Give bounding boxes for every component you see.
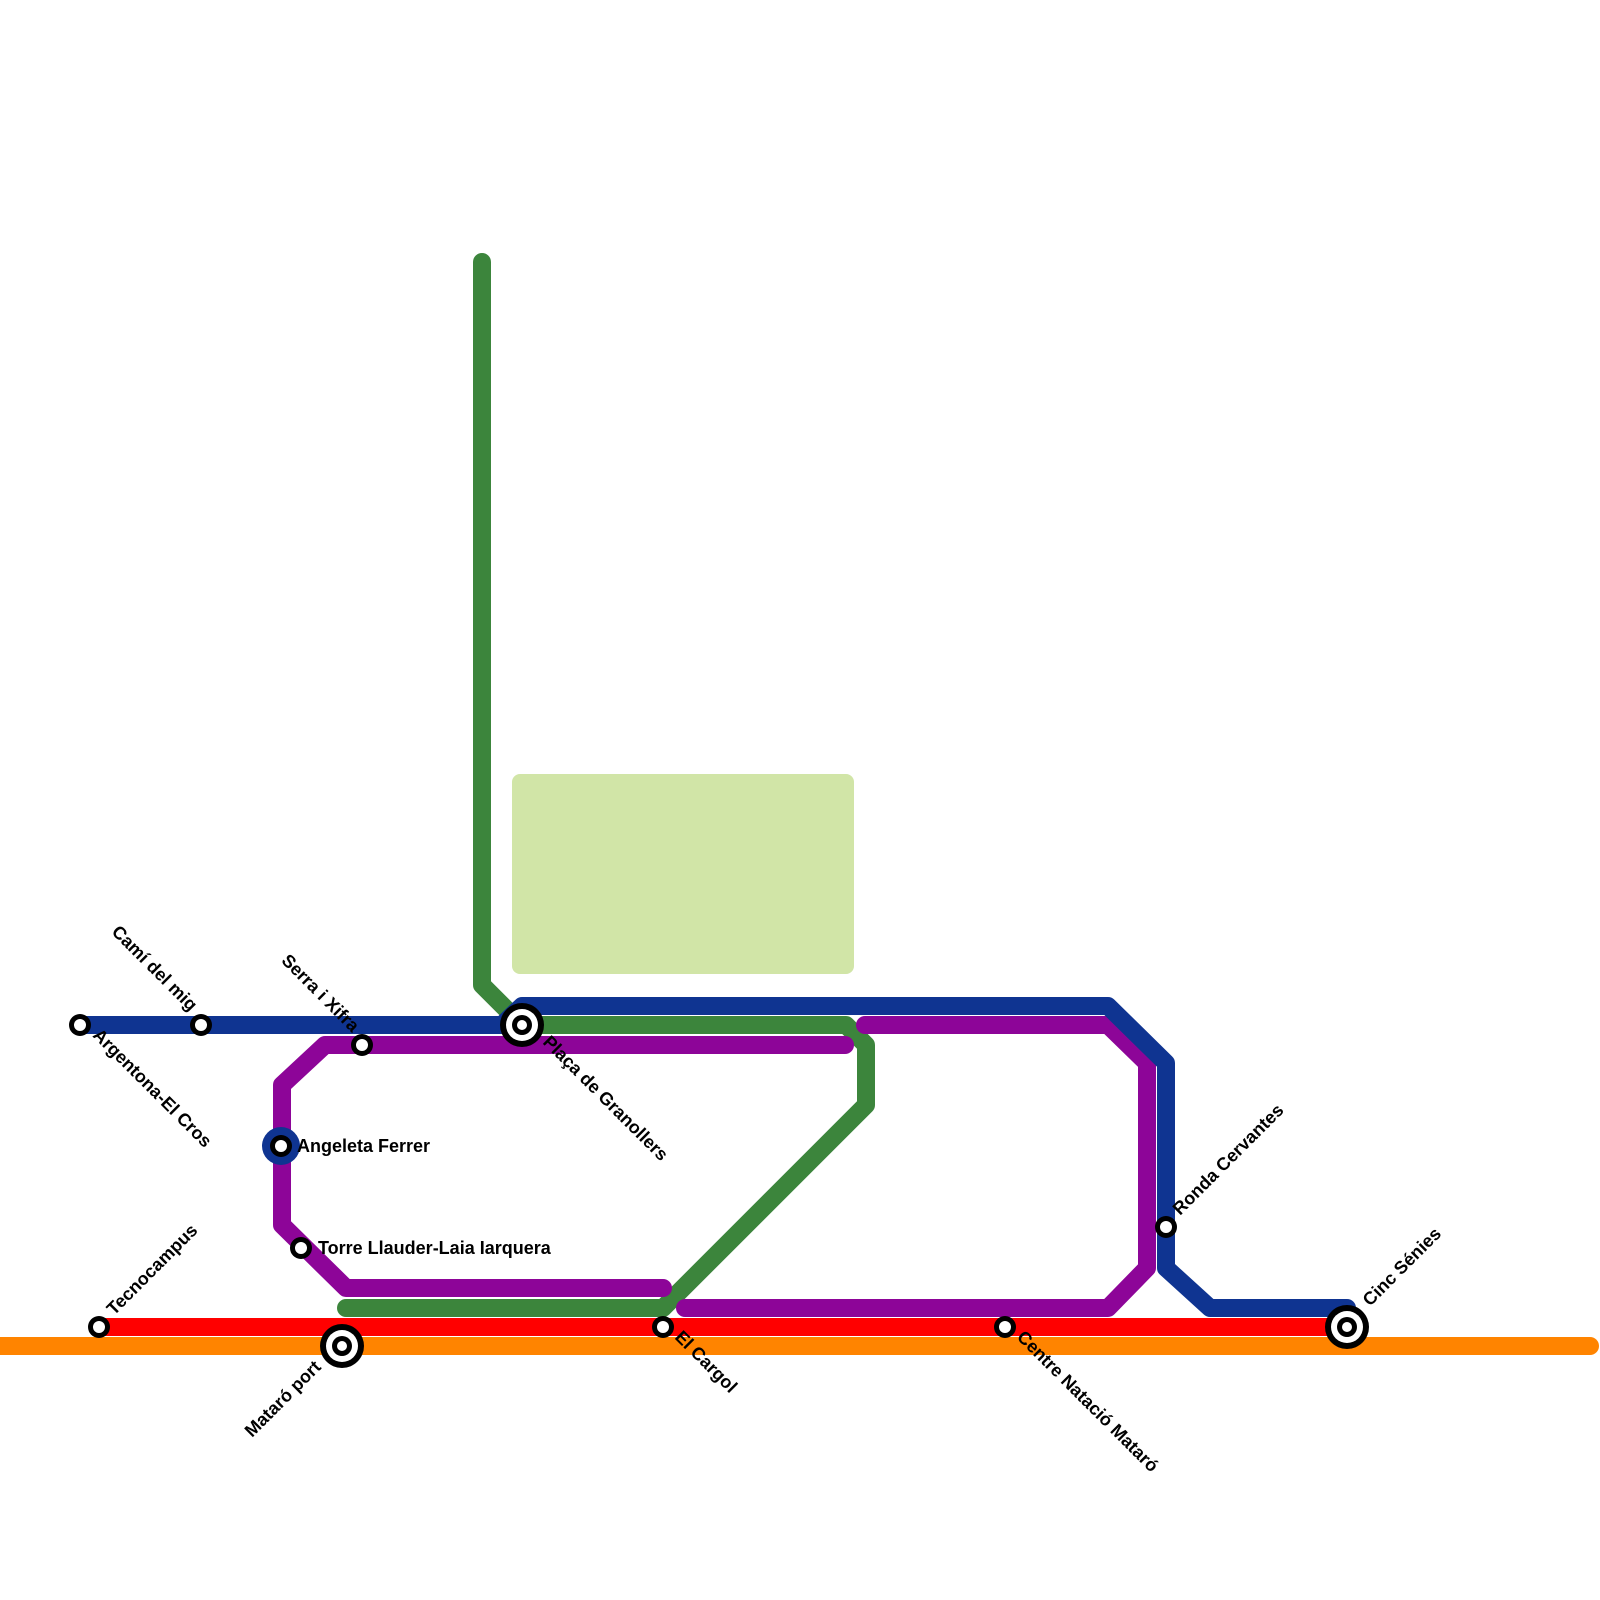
station-label: Cinc Sénies [1359,1224,1445,1310]
line-green [337,253,875,1317]
station-label: Tecnocampus [103,1220,202,1319]
station-label: Ronda Cervantes [1169,1100,1288,1219]
station-label: Camí del mig [108,921,201,1014]
station-cinc-senies[interactable]: Cinc Sénies [1325,1224,1445,1349]
station-label: Argentona-El Cros [89,1025,216,1152]
station-torre-llauder[interactable]: Torre Llauder-Laia Iarquera [290,1237,552,1259]
station-angeleta-ferrer[interactable]: Angeleta Ferrer [270,1135,430,1157]
station-label: Torre Llauder-Laia Iarquera [318,1238,552,1258]
station-argentona[interactable]: Argentona-El Cros [69,1014,216,1151]
park-area [512,774,854,974]
station-label: Angeleta Ferrer [297,1136,430,1156]
line-purple-lower [676,1016,1156,1317]
station-label: Mataró port [241,1357,325,1441]
